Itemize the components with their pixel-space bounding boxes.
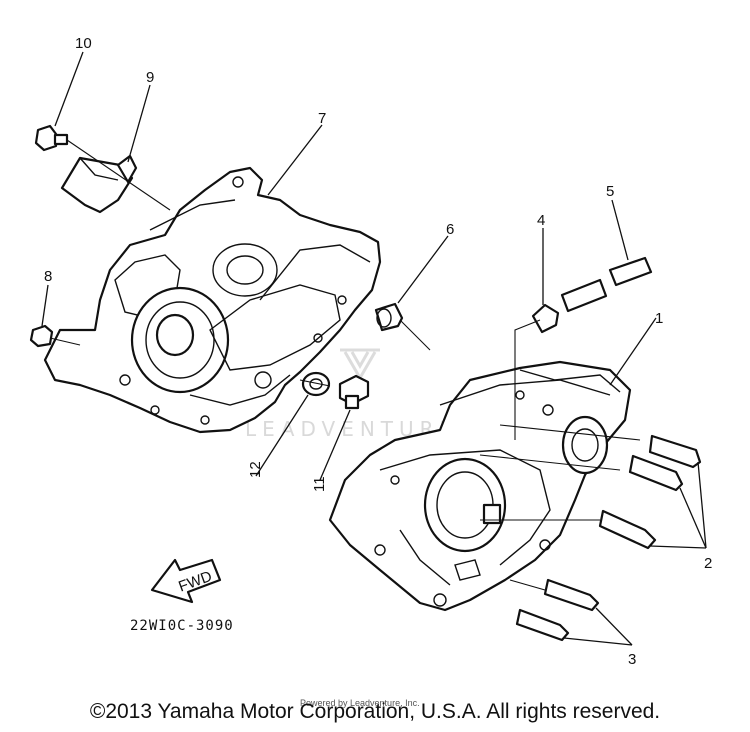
callout-1: 1	[655, 310, 663, 327]
callout-5: 5	[606, 183, 614, 200]
small-credit: Powered by Leadventure, Inc.	[300, 698, 420, 708]
bushing-part-6	[374, 302, 404, 332]
drain-plug-part-11	[338, 374, 370, 410]
bolts-part-2	[598, 434, 702, 550]
copyright-notice: ©2013 Yamaha Motor Corporation, U.S.A. A…	[89, 700, 661, 723]
pipe-part-5	[560, 256, 653, 313]
callout-10: 10	[75, 35, 92, 52]
assembly-lines	[299, 319, 641, 591]
leadventure-logo-icon	[340, 348, 380, 382]
callouts: 10 9 7 8 6 4 5 1 12 11 2 3	[44, 35, 712, 668]
bolt-part-8	[29, 324, 81, 348]
fwd-arrow: FWD	[150, 558, 222, 604]
callout-2: 2	[704, 555, 712, 572]
right-crankcase	[328, 360, 632, 612]
callout-7: 7	[318, 110, 326, 127]
callout-4: 4	[537, 212, 545, 229]
callout-6: 6	[446, 221, 454, 238]
callout-12: 12	[247, 461, 264, 478]
washer-part-12	[301, 371, 331, 397]
cover-bracket-part-9	[60, 154, 138, 214]
bolt-part-10	[34, 124, 171, 211]
crankcase-exploded-diagram: LEADVENTURE	[29, 35, 712, 668]
elbow-fitting-part-4	[514, 303, 560, 440]
leader-lines	[41, 51, 707, 646]
left-crankcase	[43, 166, 382, 434]
diagram-code: 22WI0C-3090	[130, 618, 234, 634]
callout-3: 3	[628, 651, 636, 668]
callout-11: 11	[311, 476, 328, 492]
bolts-part-3	[515, 578, 600, 642]
callout-9: 9	[146, 69, 154, 86]
callout-8: 8	[44, 268, 52, 285]
